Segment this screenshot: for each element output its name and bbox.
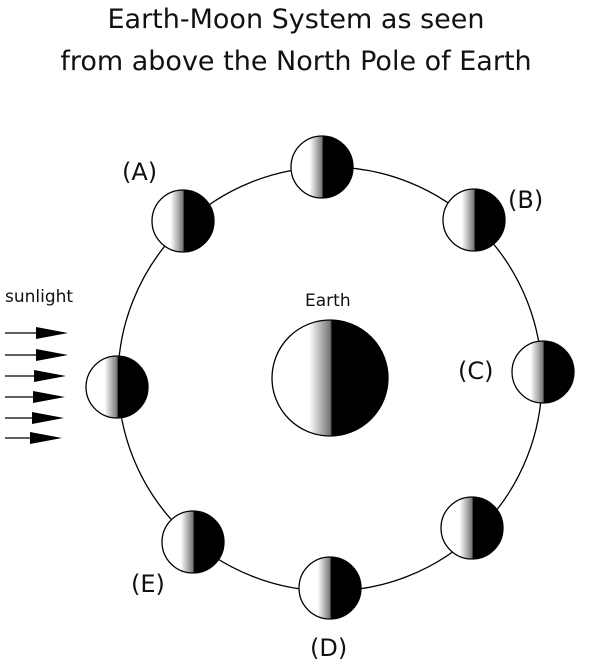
moon-top <box>290 135 354 199</box>
moon-d <box>298 556 362 620</box>
sunlight-label: sunlight <box>5 287 74 307</box>
sunlight-arrows <box>5 327 68 444</box>
sunlight-arrow-icon <box>5 349 68 361</box>
moon-label-c: (C) <box>458 357 494 385</box>
moon-label-a: (A) <box>122 158 158 186</box>
earth-label: Earth <box>305 291 351 311</box>
sunlight-arrow-icon <box>5 412 64 424</box>
moon-c <box>511 340 575 404</box>
sunlight-arrow-icon <box>5 391 65 403</box>
moon-b <box>442 188 506 252</box>
moon-e <box>161 510 225 574</box>
moon-a <box>151 189 215 253</box>
sunlight-arrow-icon <box>5 432 62 444</box>
earth-sphere <box>271 319 389 437</box>
moon-label-b: (B) <box>508 186 544 214</box>
title-line-1: Earth-Moon System as seen <box>107 4 485 35</box>
moon-bottom-right <box>440 496 504 560</box>
moon-left <box>85 355 149 419</box>
moon-label-d: (D) <box>310 634 348 662</box>
sunlight-arrow-icon <box>5 327 68 339</box>
title-line-2: from above the North Pole of Earth <box>60 46 532 77</box>
moon-label-e: (E) <box>131 570 165 598</box>
sunlight-arrow-icon <box>5 370 66 382</box>
